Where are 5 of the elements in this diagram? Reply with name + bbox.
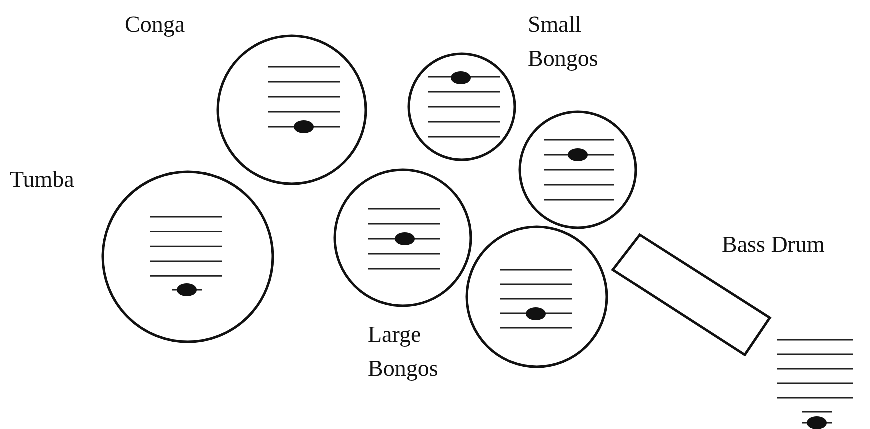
drum-label: Tumba [10,166,74,194]
drum-label: Bass Drum [722,231,825,259]
drum-label: Small Bongos [528,11,600,73]
drum-label: Conga [125,11,186,39]
drum-label: Large Bongos [368,321,440,383]
